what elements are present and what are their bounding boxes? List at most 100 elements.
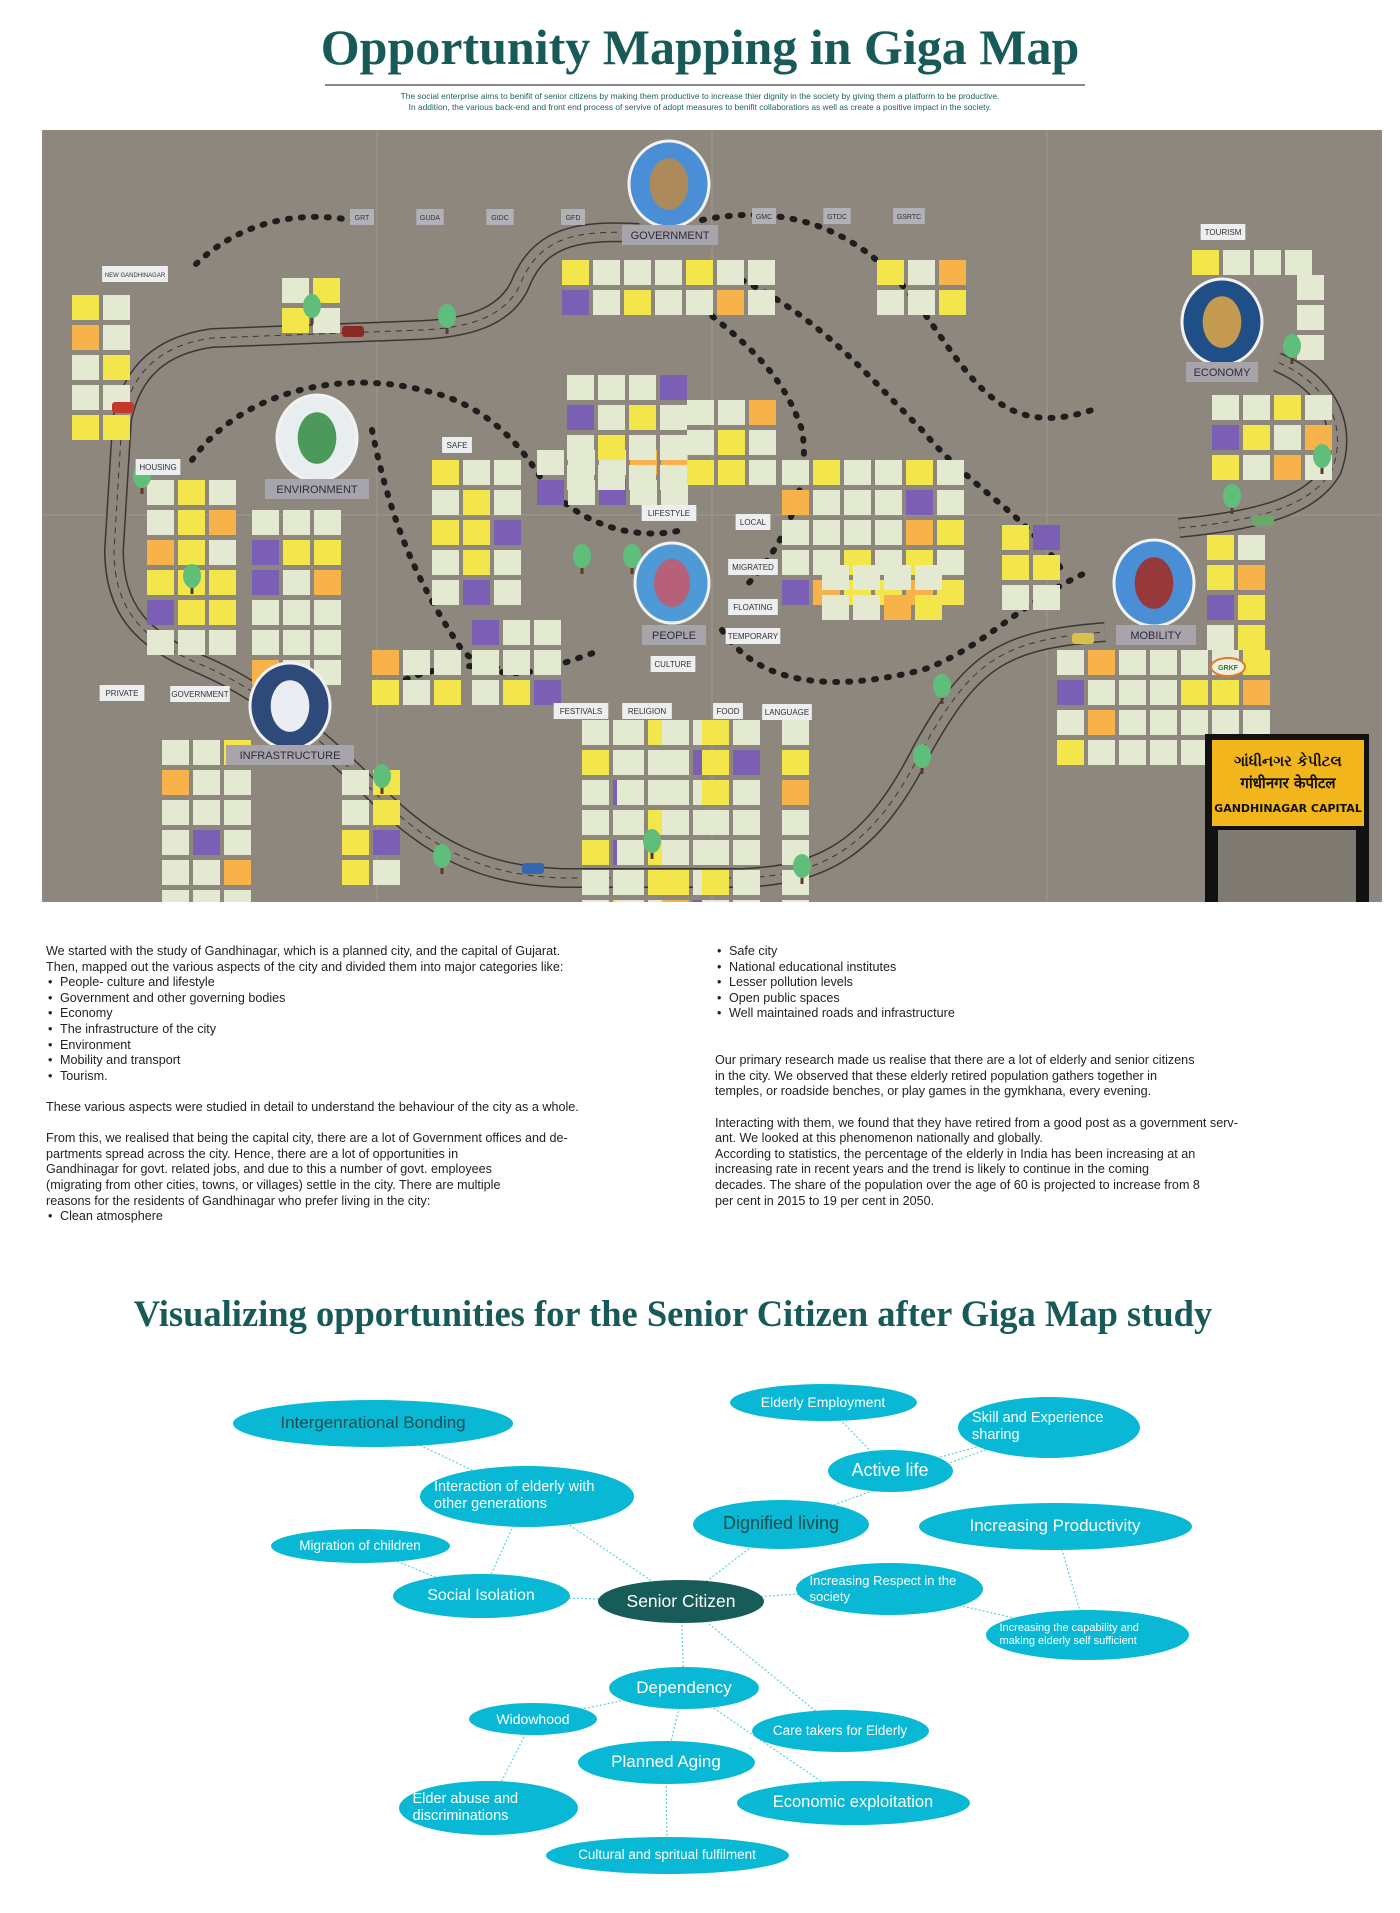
tag-label-bg (650, 656, 696, 672)
tag-label-gsrtc: GSRTC (897, 214, 921, 221)
body-text: per cent in 2015 to 19 per cent in 2050. (715, 1193, 935, 1208)
mindmap-node-bonding: Intergenrational Bonding (233, 1399, 513, 1447)
sticky-note (844, 520, 871, 545)
sticky-note (342, 800, 369, 825)
mindmap-node-label: Elderly Employment (760, 1393, 886, 1410)
sticky-note (209, 480, 236, 505)
tag-label-bg (553, 703, 609, 719)
sticky-note (209, 540, 236, 565)
sticky-note (660, 465, 687, 490)
sticky-note (432, 520, 459, 545)
list-item: Economy (46, 1006, 686, 1022)
sticky-note (1238, 625, 1265, 650)
mindmap-node-interaction: Interaction of elderly with other genera… (420, 1465, 634, 1527)
tag-label-bg (622, 703, 672, 719)
sticky-note (1212, 710, 1239, 735)
sticky-note (629, 465, 656, 490)
sticky-note (717, 290, 744, 315)
sticky-note (702, 840, 729, 865)
sticky-note (1002, 585, 1029, 610)
mindmap-node-label: Dignified living (722, 1513, 840, 1534)
sticky-note (1207, 535, 1234, 560)
sticky-note (252, 570, 279, 595)
sticky-note (1033, 555, 1060, 580)
sticky-note (937, 460, 964, 485)
sticky-note (283, 630, 310, 655)
sticky-note (373, 860, 400, 885)
tag-label-bg (762, 704, 812, 720)
tag-label-gmc: GMC (756, 214, 772, 221)
list-item: National educational institutes (715, 960, 1355, 976)
category-list: People- culture and lifestyle Government… (46, 975, 686, 1084)
mindmap-node-isolation: Social Isolation (392, 1574, 570, 1618)
tag-label-religion: RELIGION (628, 707, 666, 716)
sticky-note (432, 550, 459, 575)
sticky-note (314, 570, 341, 595)
sticky-note (853, 565, 880, 590)
sticky-note (209, 570, 236, 595)
sticky-note (403, 650, 430, 675)
sticky-note (906, 490, 933, 515)
tag-label-bg (99, 685, 145, 701)
body-text: We started with the study of Gandhinagar… (46, 944, 561, 958)
sticky-note (598, 405, 625, 430)
grkf-logo (1210, 657, 1246, 677)
footprints-trail (193, 213, 359, 267)
sticky-note (1119, 680, 1146, 705)
sticky-note (939, 290, 966, 315)
body-text: These various aspects were studied in de… (46, 1099, 579, 1114)
sticky-note (1207, 595, 1234, 620)
sticky-note (1297, 305, 1324, 330)
reasons-list: Clean atmosphere (46, 1209, 686, 1225)
sticky-note (494, 520, 521, 545)
tag-label-bg (135, 459, 181, 475)
sticky-note (463, 520, 490, 545)
sticky-note (582, 840, 609, 865)
sticky-note (103, 295, 130, 320)
mindmap-node-label: Interaction of elderly with other genera… (434, 1478, 595, 1512)
sticky-note (782, 720, 809, 745)
sticky-note (906, 520, 933, 545)
sticky-note (209, 510, 236, 535)
tag-label-private: PRIVATE (105, 689, 138, 698)
sticky-note (494, 550, 521, 575)
sticky-note (178, 480, 205, 505)
sticky-note (193, 860, 220, 885)
sticky-note (372, 680, 399, 705)
sticky-note (1192, 250, 1219, 275)
sticky-note (72, 385, 99, 410)
mindmap-node-label: Elder abuse and discriminations (412, 1790, 519, 1824)
mindmap-node-capability: Increasing the capability and making eld… (985, 1610, 1189, 1660)
sticky-note (884, 565, 911, 590)
sticky-note (749, 430, 776, 455)
sticky-note (877, 290, 904, 315)
sticky-note (1238, 535, 1265, 560)
sticky-note (1238, 595, 1265, 620)
tag-label-gfd: GFD (566, 215, 581, 222)
sticky-note (193, 830, 220, 855)
mindmap-node-senior: Senior Citizen (598, 1579, 764, 1623)
sticky-note (1243, 710, 1270, 735)
sticky-note (193, 890, 220, 902)
sticky-note (782, 750, 809, 775)
sticky-note (1274, 425, 1301, 450)
sticky-note (1033, 525, 1060, 550)
sticky-note (582, 810, 609, 835)
sticky-note (748, 260, 775, 285)
sticky-note (822, 565, 849, 590)
category-label-bg (226, 745, 354, 765)
subtitle-line: The social enterprise aims to benifit of… (400, 91, 1000, 101)
sticky-note (224, 860, 251, 885)
sticky-note (162, 890, 189, 902)
sticky-note (534, 680, 561, 705)
sticky-note (733, 840, 760, 865)
body-text: temples, or roadside benches, or play ga… (715, 1084, 1152, 1099)
tag-label-migrated: MIGRATED (732, 563, 774, 572)
body-right-column: Safe city National educational institute… (715, 944, 1355, 1209)
mindmap-node-label: Care takers for Elderly (772, 1722, 908, 1738)
sticky-note (434, 680, 461, 705)
tag-label-bg (350, 209, 374, 225)
sticky-note (937, 520, 964, 545)
sticky-note (147, 510, 174, 535)
sticky-note (782, 460, 809, 485)
